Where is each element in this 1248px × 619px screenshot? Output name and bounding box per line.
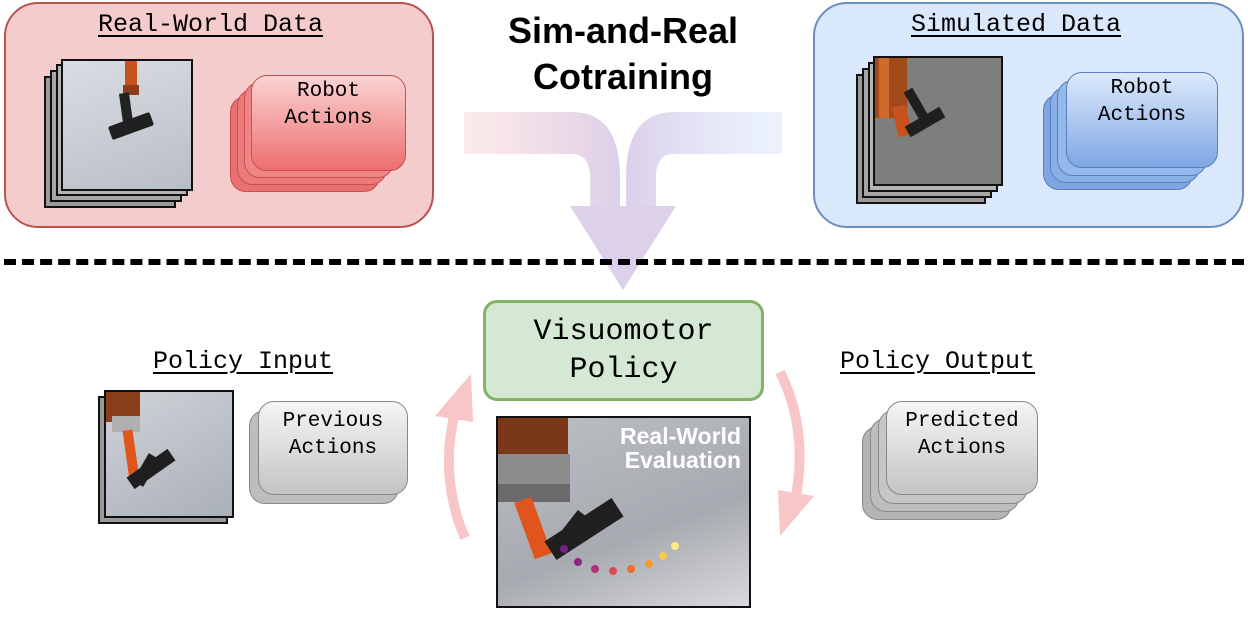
real-world-robot-image	[61, 59, 193, 191]
t-shaped-object	[904, 106, 946, 138]
policy-input-heading: Policy Input	[153, 347, 334, 376]
predicted-actions-label-line1: Predicted	[905, 410, 1019, 433]
evaluation-label: Real-World Evaluation	[620, 424, 741, 472]
t-shaped-object	[544, 497, 624, 561]
evaluation-label-line1: Real-World	[620, 423, 741, 449]
policy-label-line1: Visuomotor	[533, 314, 714, 349]
previous-actions-label-line1: Previous	[282, 410, 384, 433]
policy-to-output-arrow-icon	[775, 369, 814, 536]
input-to-policy-arrow-icon	[435, 374, 473, 540]
title-line2: Cotraining	[533, 56, 713, 97]
diagram-title: Sim-and-Real Cotraining	[470, 8, 776, 100]
simulated-robot-image	[873, 56, 1003, 186]
policy-output-heading: Policy Output	[840, 347, 1036, 376]
previous-actions-label-line2: Actions	[288, 437, 378, 460]
real-world-evaluation-image: Real-World Evaluation	[496, 416, 751, 608]
visuomotor-policy-box: Visuomotor Policy	[483, 300, 764, 401]
evaluation-label-line2: Evaluation	[624, 447, 741, 473]
policy-label-line2: Policy	[569, 352, 678, 387]
sim-actions-label-line2: Actions	[1097, 104, 1187, 127]
real-world-data-heading: Real-World Data	[98, 10, 324, 39]
trajectory-dots-icon	[560, 542, 679, 575]
simulated-data-heading: Simulated Data	[911, 10, 1122, 39]
sim-actions-label-line1: Robot	[1110, 77, 1174, 100]
real-actions-label-line1: Robot	[296, 80, 360, 103]
real-actions-label-line2: Actions	[284, 107, 373, 130]
policy-input-robot-image	[104, 390, 234, 518]
merge-arrow-icon	[464, 112, 782, 290]
predicted-actions-label-line2: Actions	[917, 437, 1007, 460]
section-divider	[4, 259, 1244, 265]
title-line1: Sim-and-Real	[507, 10, 739, 51]
t-shaped-object	[126, 448, 176, 490]
t-shaped-object	[108, 112, 154, 140]
